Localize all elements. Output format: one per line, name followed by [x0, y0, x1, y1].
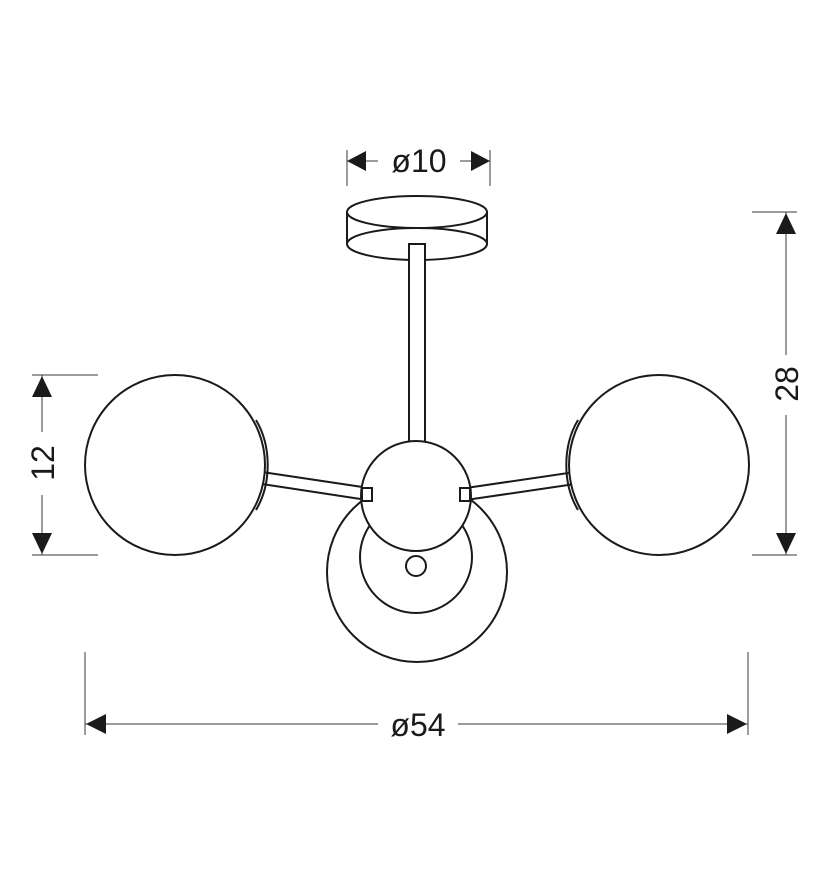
- center-stem: [408, 243, 426, 451]
- dimension-total-height: 28: [752, 211, 805, 556]
- right-arm: [465, 470, 576, 502]
- overall-diameter-label: ø54: [390, 707, 445, 743]
- globe-height-label: 12: [25, 445, 61, 481]
- center-hub: [360, 440, 472, 552]
- left-arm-socket: [361, 487, 373, 502]
- arrow-down: [32, 533, 52, 554]
- left-arm: [261, 470, 371, 502]
- canopy-diameter-label: ø10: [391, 143, 446, 179]
- arrow-up: [32, 376, 52, 397]
- arrow-up: [776, 213, 796, 234]
- arrow-right: [471, 151, 490, 171]
- arrow-right: [727, 714, 747, 734]
- arrow-down: [776, 533, 796, 554]
- dimension-overall-diameter: ø54: [84, 652, 749, 743]
- right-globe: [565, 374, 750, 556]
- arrow-left: [347, 151, 366, 171]
- total-height-label: 28: [769, 366, 805, 402]
- arrow-left: [86, 714, 106, 734]
- right-arm-socket: [459, 487, 471, 502]
- dimension-globe-height: 12: [25, 374, 98, 556]
- dimension-canopy-diameter: ø10: [346, 143, 491, 186]
- ceiling-canopy: [346, 195, 488, 261]
- left-globe: [84, 374, 269, 556]
